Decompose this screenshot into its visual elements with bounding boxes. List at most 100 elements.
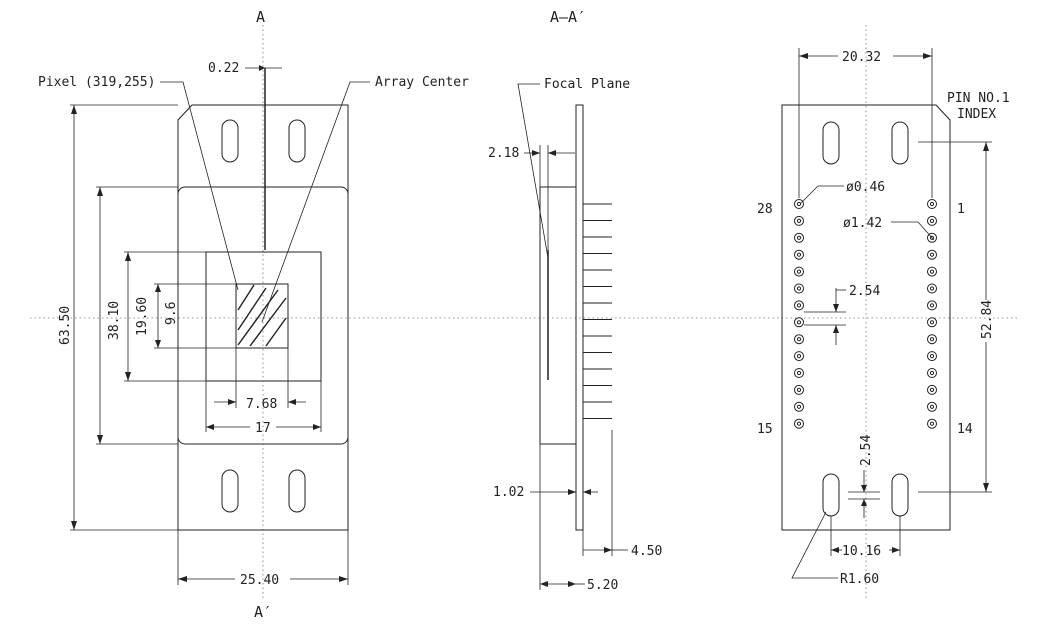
pin-pad (927, 401, 937, 412)
pin-index-line1: PIN NO.1 (947, 91, 1010, 106)
pin-pad (927, 199, 937, 209)
pin-number-28: 28 (757, 202, 773, 217)
pixel-leader (160, 81, 239, 291)
pin-pad (927, 249, 937, 260)
pin-hole (796, 320, 802, 325)
back-view: 20.32 PIN NO.1 INDEX ø0.46 ø1.42 28 1 15… (757, 48, 1010, 587)
back-pins (794, 199, 937, 429)
focal-plane-leader (517, 83, 549, 259)
pin-hole (929, 218, 935, 223)
back-slot (891, 121, 909, 165)
back-slot (891, 473, 909, 517)
pin-pad (794, 418, 804, 429)
pin-pad (794, 300, 804, 311)
dim-pin-span: 52.84 (980, 300, 995, 339)
pin-pad (794, 249, 804, 260)
dim-slot-spacing: 10.16 (842, 544, 881, 559)
pin-hole (929, 404, 935, 409)
pin-pad (794, 215, 804, 226)
center-lines (30, 25, 1020, 600)
front-inner-window (205, 251, 322, 382)
pin-hole (929, 269, 935, 274)
pin-hole (796, 421, 802, 426)
section-label-top: A (256, 8, 265, 26)
pin-pad (927, 384, 937, 395)
front-ceramic-window (177, 186, 349, 445)
pin-pad (927, 283, 937, 294)
pin-hole (929, 286, 935, 291)
pin-hole (929, 303, 935, 308)
dim-total-width: 25.40 (240, 573, 279, 588)
pin-pad (794, 199, 804, 209)
dim-window-width: 17 (255, 421, 271, 436)
pin-pad (794, 401, 804, 412)
pin-pad (794, 266, 804, 277)
pin-hole (796, 387, 802, 392)
dim-pad-dia: ø1.42 (843, 216, 882, 231)
dim-total-height: 63.50 (58, 306, 73, 345)
pin-hole (929, 337, 935, 342)
section-title: A–A′ (550, 8, 586, 26)
mount-slot (288, 119, 306, 163)
pin-pad (927, 266, 937, 277)
pin-pad (794, 368, 804, 378)
pin-pad (794, 232, 804, 243)
pin-hole (796, 218, 802, 223)
pin-hole (796, 354, 802, 359)
pixel-label: Pixel (319,255) (38, 75, 155, 90)
dim-total-height-group: 63.50 (58, 104, 178, 531)
pin-hole (929, 201, 935, 207)
pin-hole (796, 269, 802, 274)
dim-board: 1.02 (493, 485, 524, 500)
pin-number-14: 14 (957, 422, 973, 437)
dim-focal-depth: 2.18 (488, 146, 519, 161)
pin-number-1: 1 (957, 202, 965, 217)
section-pins (583, 203, 612, 419)
pin-pad (927, 300, 937, 311)
pin-hole (796, 235, 802, 240)
pin-hole (796, 201, 802, 207)
array-hatching (237, 284, 287, 347)
section-view: A–A′ Focal Plane 2.18 1.02 4.50 (488, 8, 662, 593)
dim-total-width-group: 25.40 (177, 530, 349, 588)
pin-hole (796, 303, 802, 308)
dim-window-height: 38.10 (107, 301, 122, 340)
focal-plane-label: Focal Plane (544, 77, 630, 92)
pin-hole (796, 370, 802, 376)
pin-pad (794, 384, 804, 395)
pin-pad (927, 418, 937, 429)
pin-pad (927, 334, 937, 345)
array-center-label: Array Center (375, 75, 469, 90)
dim-offset: 0.22 (208, 61, 239, 76)
dim-inner-height-group: 19.60 (124, 251, 206, 382)
back-package-outline (781, 104, 951, 531)
section-label-bottom: A′ (254, 603, 272, 621)
pin-pad (794, 334, 804, 345)
back-slot (822, 473, 840, 517)
dim-pitch: 2.54 (849, 284, 880, 299)
dim-slot-radius: R1.60 (840, 572, 879, 587)
pin-hole (929, 354, 935, 359)
mount-slot (221, 119, 239, 163)
pin-hole (929, 421, 935, 426)
pin-hole (929, 370, 935, 376)
pin-hole (929, 235, 935, 240)
pin-pad (927, 215, 937, 226)
pin-pad (927, 232, 937, 243)
pin-hole (796, 337, 802, 342)
back-slot (822, 121, 840, 165)
dim-row-spacing: 20.32 (842, 50, 881, 65)
pin-pad (794, 283, 804, 294)
pin-hole (929, 320, 935, 325)
pin-pad (794, 317, 804, 328)
pin-pad (794, 351, 804, 362)
pin-pad (927, 317, 937, 328)
pin-pad (927, 351, 937, 362)
dim-window-height-group: 38.10 (96, 186, 178, 445)
pin-number-15: 15 (757, 422, 773, 437)
dim-total-depth: 5.20 (587, 578, 618, 593)
pin-hole (929, 252, 935, 257)
dim-array-width: 7.68 (246, 397, 277, 412)
dim-window-width-group: 17 (205, 381, 322, 436)
